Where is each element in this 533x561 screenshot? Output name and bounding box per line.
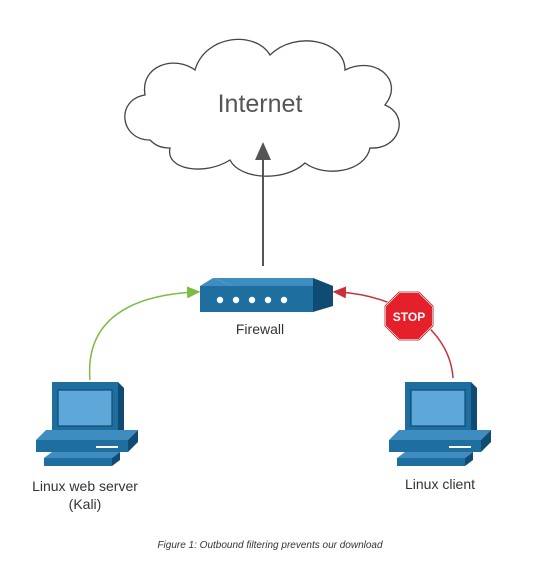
server-label-line1: Linux web server <box>32 478 138 494</box>
stop-sign-text: STOP <box>393 310 425 324</box>
client-computer-icon <box>389 382 491 466</box>
internet-cloud-icon <box>124 38 400 177</box>
server-label-line2: (Kali) <box>68 496 102 512</box>
server-label: Linux web server (Kali) <box>10 477 160 513</box>
figure-caption: Figure 1: Outbound filtering prevents ou… <box>157 540 383 551</box>
server-computer-icon <box>36 382 138 466</box>
internet-label: Internet <box>217 90 303 118</box>
stop-sign-icon: STOP <box>384 291 434 341</box>
firewall-icon <box>200 278 333 312</box>
firewall-label: Firewall <box>235 321 285 337</box>
server-to-firewall-arrow <box>88 286 201 381</box>
client-label: Linux client <box>404 476 476 492</box>
